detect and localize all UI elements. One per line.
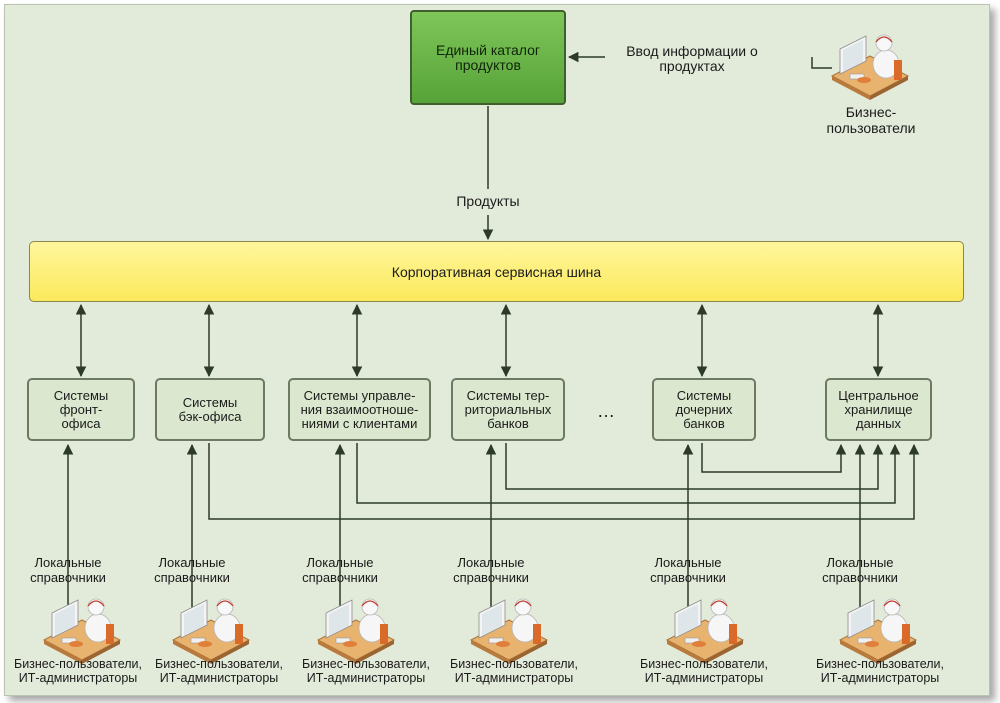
system-subsidiary-banks: Системы дочерних банков (652, 378, 756, 441)
users-label: Бизнес-пользователи, ИТ-администраторы (449, 657, 579, 685)
product-catalog-label: Единый каталог продуктов (435, 41, 540, 73)
line-crm-to-dwh (356, 443, 901, 504)
line-subsidiary-to-dwh (701, 443, 847, 473)
worker-figure-3 (317, 598, 395, 665)
users-label: Бизнес-пользователи, ИТ-администраторы (13, 657, 143, 685)
system-front-office: Системы фронт-офиса (27, 378, 135, 441)
users-label: Бизнес-пользователи, ИТ-администраторы (815, 657, 945, 685)
local-directories-label: Локальные справочники (154, 555, 230, 585)
central-data-warehouse: Центральное хранилище данных (825, 378, 932, 441)
business-users-label: Бизнес-пользователи (826, 104, 916, 136)
worker-figure-6 (839, 598, 917, 665)
local-directories-label: Локальные справочники (453, 555, 529, 585)
local-directories-label: Локальные справочники (302, 555, 378, 585)
line-users-to-info (811, 57, 832, 69)
worker-figure-4 (470, 598, 548, 665)
enterprise-service-bus: Корпоративная сервисная шина (29, 241, 964, 302)
bus-label: Корпоративная сервисная шина (391, 263, 602, 280)
local-directories-label: Локальные справочники (30, 555, 106, 585)
local-directories-label: Локальные справочники (650, 555, 726, 585)
info-input-label: Ввод информации о продуктах (626, 43, 758, 74)
worker-figure-2 (172, 598, 250, 665)
system-back-office: Системы бэк-офиса (155, 378, 265, 441)
business-user-figure-top (831, 34, 909, 101)
system-regional-banks: Системы тер-риториальных банков (451, 378, 565, 441)
line-regional-to-dwh (505, 443, 884, 490)
products-label: Продукты (456, 193, 520, 209)
worker-figure-1 (43, 598, 121, 665)
diagram-frame (4, 4, 990, 696)
system-crm: Системы управле-ния взаимоотноше-ниями с… (288, 378, 431, 441)
product-catalog-box: Единый каталог продуктов (410, 10, 566, 105)
line-back-to-dwh (208, 443, 920, 520)
users-label: Бизнес-пользователи, ИТ-администраторы (639, 657, 769, 685)
users-label: Бизнес-пользователи, ИТ-администраторы (154, 657, 284, 685)
users-label: Бизнес-пользователи, ИТ-администраторы (301, 657, 431, 685)
local-directories-label: Локальные справочники (822, 555, 898, 585)
ellipsis-label: … (597, 401, 615, 421)
worker-figure-5 (666, 598, 744, 665)
